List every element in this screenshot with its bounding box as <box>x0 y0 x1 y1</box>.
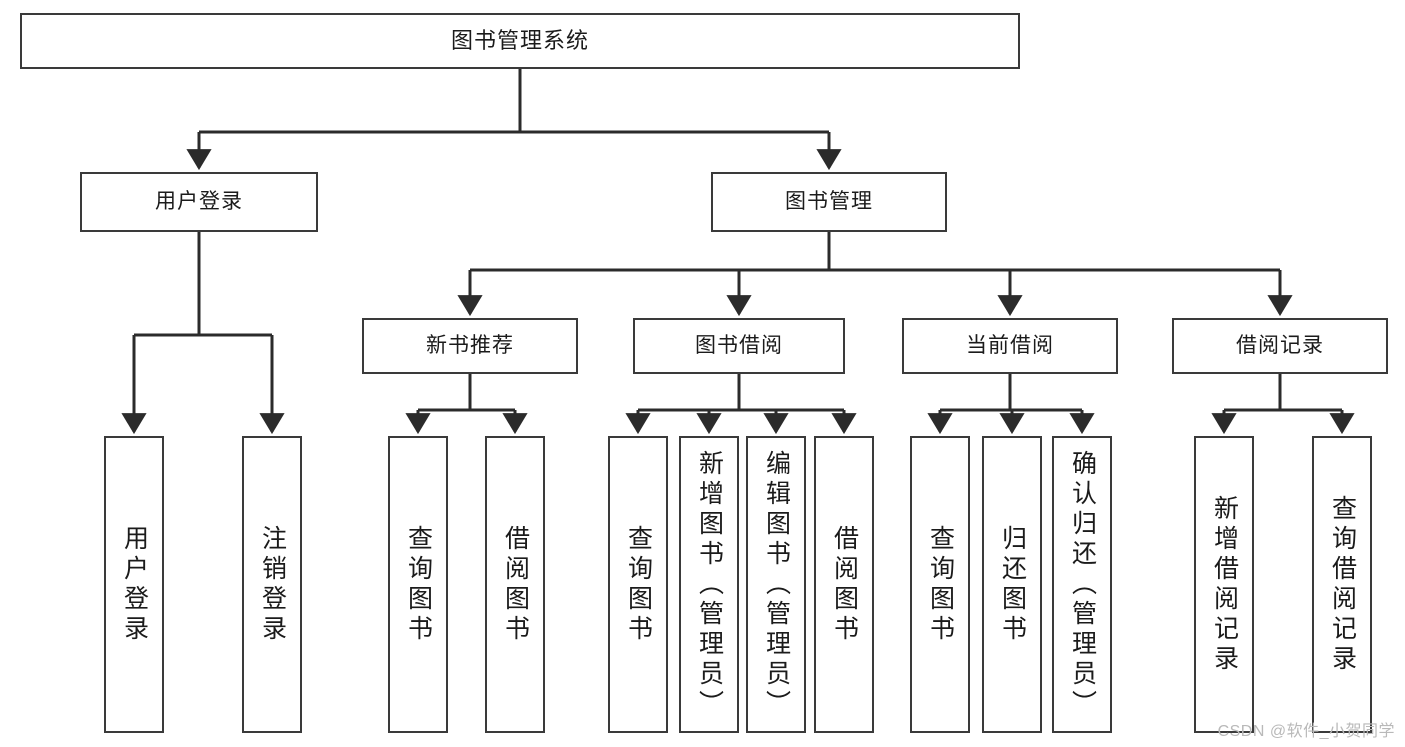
node-leaf-user-login-label: 用户登录 <box>120 524 149 645</box>
node-leaf-logout-label: 注销登录 <box>258 524 287 645</box>
edges-group <box>121 69 1355 435</box>
node-leaf-add-book-label: 新增图书（管理员） <box>695 449 724 720</box>
node-book-borrow[interactable]: 图书借阅 <box>633 318 845 374</box>
watermark: CSDN @软件_小贺同学 <box>1217 723 1395 740</box>
node-leaf-edit-book[interactable]: 编辑图书（管理员） <box>746 436 806 733</box>
node-leaf-logout[interactable]: 注销登录 <box>242 436 302 733</box>
node-borrow-record[interactable]: 借阅记录 <box>1172 318 1388 374</box>
node-leaf-return-book[interactable]: 归还图书 <box>982 436 1042 733</box>
node-leaf-borrow-book-1[interactable]: 借阅图书 <box>485 436 545 733</box>
node-leaf-borrow-book-2-label: 借阅图书 <box>830 524 859 645</box>
node-book-borrow-label: 图书借阅 <box>695 333 783 357</box>
node-leaf-query-book-3[interactable]: 查询图书 <box>910 436 970 733</box>
node-leaf-borrow-book-1-label: 借阅图书 <box>501 524 530 645</box>
node-leaf-query-book-2-label: 查询图书 <box>624 524 653 645</box>
node-user-login-label: 用户登录 <box>155 189 243 213</box>
node-leaf-user-login[interactable]: 用户登录 <box>104 436 164 733</box>
node-leaf-add-record[interactable]: 新增借阅记录 <box>1194 436 1254 733</box>
node-leaf-query-book-2[interactable]: 查询图书 <box>608 436 668 733</box>
node-leaf-confirm-return[interactable]: 确认归还（管理员） <box>1052 436 1112 733</box>
node-current-borrow-label: 当前借阅 <box>966 333 1054 357</box>
node-leaf-query-book-1[interactable]: 查询图书 <box>388 436 448 733</box>
node-book-manage[interactable]: 图书管理 <box>711 172 947 232</box>
node-leaf-add-book[interactable]: 新增图书（管理员） <box>679 436 739 733</box>
node-root-label: 图书管理系统 <box>450 28 589 54</box>
node-leaf-query-book-1-label: 查询图书 <box>404 524 433 645</box>
node-leaf-borrow-book-2[interactable]: 借阅图书 <box>814 436 874 733</box>
node-leaf-confirm-return-label: 确认归还（管理员） <box>1068 449 1097 720</box>
node-book-manage-label: 图书管理 <box>785 189 873 213</box>
node-user-login[interactable]: 用户登录 <box>80 172 318 232</box>
node-leaf-edit-book-label: 编辑图书（管理员） <box>762 449 791 720</box>
node-leaf-query-record-label: 查询借阅记录 <box>1328 494 1357 675</box>
node-borrow-record-label: 借阅记录 <box>1236 333 1324 357</box>
node-new-book-recommend-label: 新书推荐 <box>426 333 514 357</box>
node-leaf-query-book-3-label: 查询图书 <box>926 524 955 645</box>
node-leaf-return-book-label: 归还图书 <box>998 524 1027 645</box>
node-current-borrow[interactable]: 当前借阅 <box>902 318 1118 374</box>
node-leaf-query-record[interactable]: 查询借阅记录 <box>1312 436 1372 733</box>
node-leaf-add-record-label: 新增借阅记录 <box>1210 494 1239 675</box>
node-new-book-recommend[interactable]: 新书推荐 <box>362 318 578 374</box>
node-root[interactable]: 图书管理系统 <box>20 13 1020 69</box>
